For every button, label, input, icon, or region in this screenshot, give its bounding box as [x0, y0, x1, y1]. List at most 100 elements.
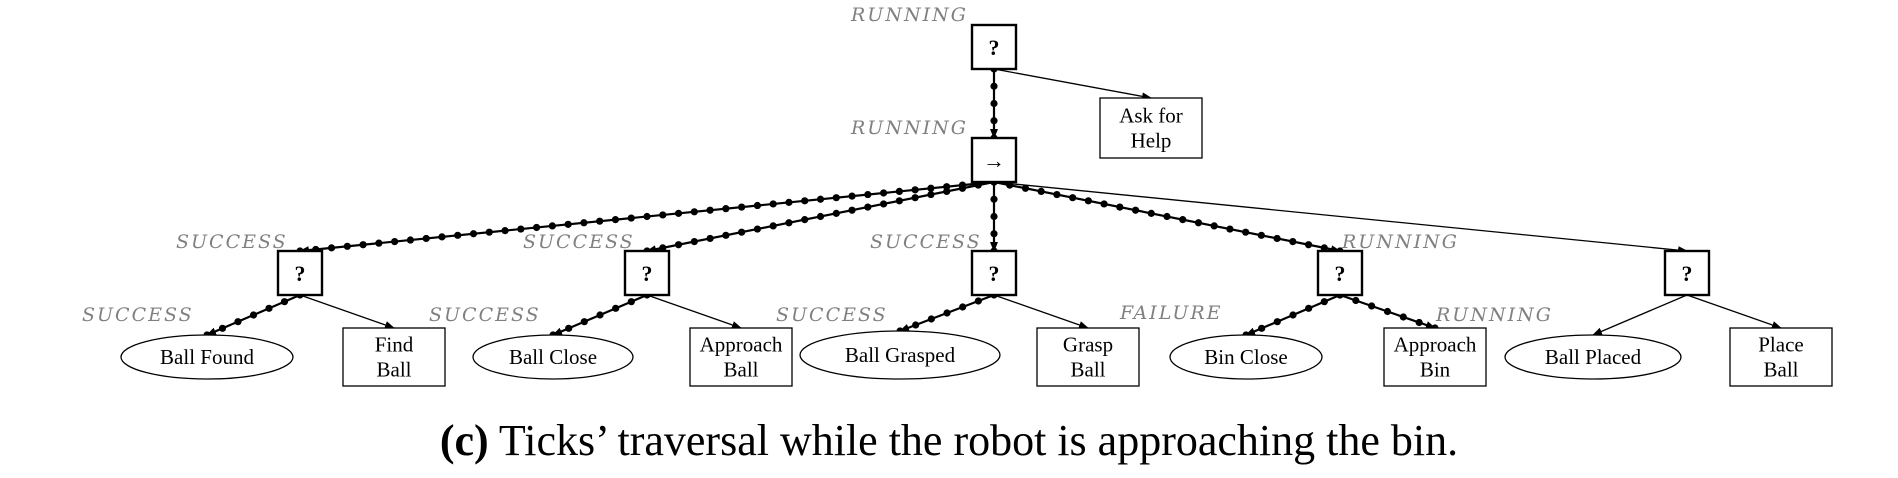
fallback-symbol: ? — [642, 261, 653, 286]
fallback-node-root: ? — [970, 23, 1018, 71]
tick-dot — [943, 309, 951, 317]
tick-dot — [690, 237, 698, 246]
action-box — [1383, 327, 1487, 387]
fallback-box — [1316, 249, 1364, 297]
tick-dot — [532, 223, 541, 232]
tick-dot — [738, 228, 746, 236]
tick-dot — [1210, 222, 1218, 230]
action-label-line: Bin — [1420, 358, 1451, 382]
action-box — [342, 327, 446, 387]
condition-node-c4: Bin Close — [1169, 334, 1323, 380]
tick-dot — [1320, 298, 1328, 306]
tick-dot — [548, 222, 556, 230]
action-label-line: Approach — [700, 333, 783, 357]
edge-line — [1592, 294, 1688, 336]
action-label-line: Ball — [724, 358, 759, 382]
tick-dot — [1352, 296, 1360, 305]
edge-seq-fb1 — [296, 178, 998, 255]
fallback-box — [1663, 249, 1711, 297]
tick-dot — [406, 236, 415, 244]
fallback-symbol: ? — [989, 35, 1000, 60]
tick-dot — [990, 212, 998, 221]
tick-dot — [501, 227, 509, 235]
tick-dot — [895, 197, 903, 205]
tick-dot — [1289, 311, 1297, 319]
condition-node-c3: Ball Grasped — [799, 330, 1001, 380]
tick-dot — [864, 190, 872, 199]
tick-dot — [1368, 302, 1376, 310]
tick-dot — [1194, 219, 1203, 227]
tick-dot — [627, 214, 635, 222]
tick-dot — [990, 99, 998, 108]
tick-dot — [343, 242, 351, 250]
tick-dot — [1226, 225, 1234, 233]
fallback-box — [970, 249, 1018, 297]
edge-line — [993, 294, 1089, 329]
fallback-box — [276, 249, 324, 297]
tick-dot — [974, 181, 982, 189]
status-label-c1: SUCCESS — [82, 304, 194, 326]
action-label-line: Grasp — [1063, 333, 1113, 357]
tick-dot — [659, 244, 667, 252]
tick-dot — [848, 206, 856, 214]
tick-dot — [612, 304, 620, 312]
condition-label: Ball Placed — [1545, 345, 1642, 369]
tick-dot — [722, 205, 730, 213]
edge-fb2-c2 — [549, 291, 651, 339]
condition-label: Ball Found — [160, 345, 254, 369]
fallback-node-fb5: ? — [1663, 249, 1711, 297]
tick-dot — [1273, 234, 1281, 243]
action-box — [1099, 97, 1203, 159]
tick-dot — [959, 303, 967, 311]
tick-dot — [580, 219, 588, 227]
tick-dot — [769, 200, 777, 208]
tick-dot — [1242, 228, 1250, 236]
tick-dot — [234, 318, 242, 326]
edge-fb3-a3 — [993, 294, 1089, 329]
tick-dot — [1084, 197, 1092, 205]
tick-dot — [848, 192, 856, 200]
tick-dot — [785, 219, 793, 227]
tick-dot — [785, 198, 793, 206]
edge-line — [1686, 294, 1782, 329]
tick-dot — [469, 230, 478, 238]
status-label-c2: SUCCESS — [429, 304, 541, 326]
tick-dot — [249, 311, 258, 319]
tick-dot — [927, 190, 935, 199]
figure-caption: (c) Ticks’ traversal while the robot is … — [440, 416, 1458, 465]
tick-dot — [1179, 216, 1187, 224]
tick-dot — [659, 211, 667, 219]
tick-dot — [738, 203, 746, 211]
tick-dot — [1304, 241, 1313, 249]
action-label-line: Place — [1758, 333, 1803, 357]
tick-dot — [596, 311, 604, 319]
tick-dot — [722, 231, 730, 239]
tick-dot — [1273, 318, 1281, 326]
fallback-node-fb3: ? — [970, 249, 1018, 297]
tick-dot — [265, 304, 273, 312]
status-label-fb2: SUCCESS — [523, 231, 635, 253]
tick-dot — [1163, 212, 1171, 221]
sequence-node-seq: → — [970, 136, 1018, 184]
tick-dot — [1305, 304, 1313, 312]
status-label-fb1: SUCCESS — [176, 231, 288, 253]
action-label-line: Ask for — [1119, 104, 1183, 128]
edges-layer — [203, 65, 1782, 339]
tick-dot — [391, 237, 399, 246]
condition-label: Ball Grasped — [845, 343, 956, 367]
tick-dot — [438, 233, 446, 241]
tick-dot — [1399, 313, 1407, 321]
edge-fb4-a4 — [1336, 291, 1439, 332]
status-label-fb3: SUCCESS — [870, 231, 982, 253]
tick-dot — [1021, 184, 1030, 192]
caption-text: Ticks’ traversal while the robot is appr… — [489, 416, 1458, 465]
action-label-line: Help — [1131, 129, 1172, 153]
fallback-symbol: ? — [1682, 261, 1693, 286]
tick-dot — [485, 228, 493, 236]
edge-seq-fb3 — [990, 178, 998, 255]
tick-dot — [1100, 200, 1108, 208]
edge-fb2-a2 — [646, 294, 742, 329]
